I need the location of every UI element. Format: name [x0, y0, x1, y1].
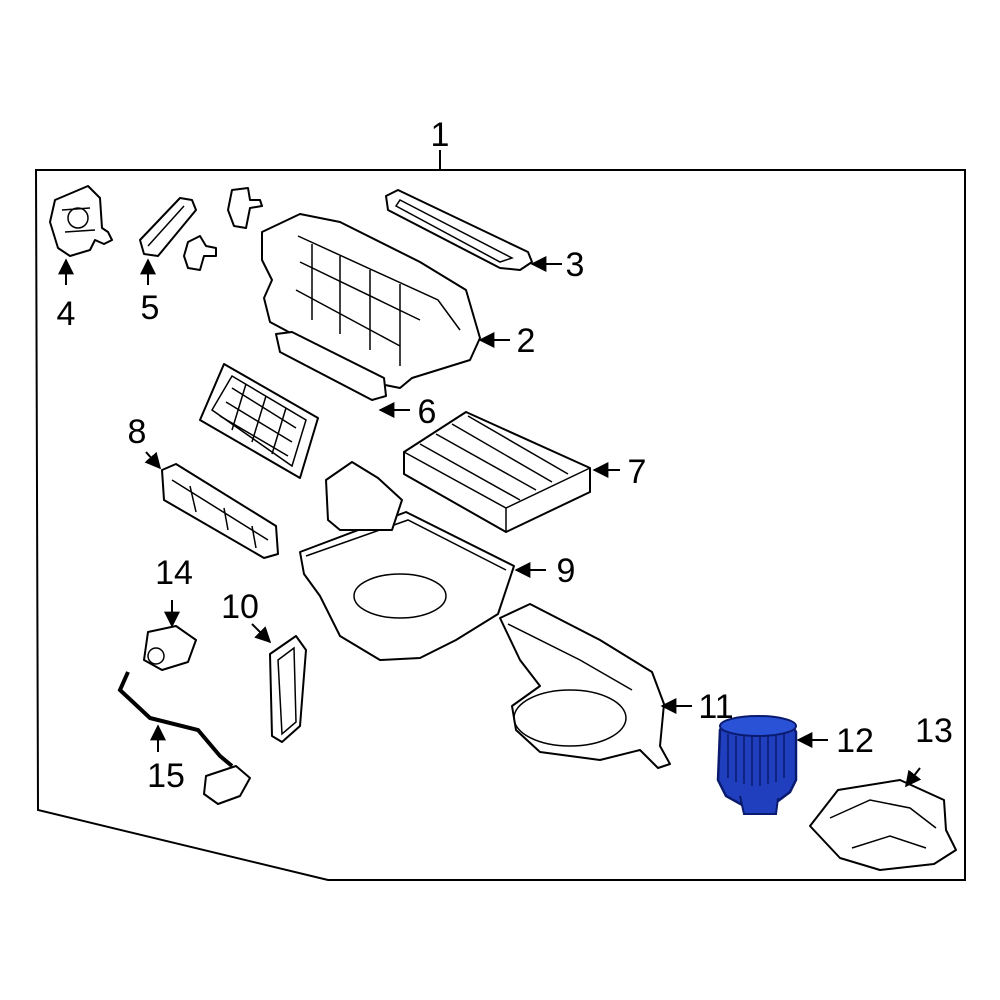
assembly-frame [34, 169, 966, 881]
part-6-grille[interactable] [199, 363, 319, 479]
callout-13-arrow [905, 767, 922, 788]
callout-6: 6 [418, 393, 437, 431]
part-11-blower-housing[interactable] [499, 603, 671, 769]
part-10-seal-ring[interactable] [269, 635, 307, 743]
part-12-blower-motor[interactable] [716, 715, 798, 815]
part-9-lower-case[interactable] [299, 461, 515, 661]
callout-14: 14 [155, 554, 193, 592]
callout-7: 7 [628, 453, 647, 491]
callout-2: 2 [517, 322, 536, 360]
callout-13: 13 [915, 712, 953, 750]
callout-3: 3 [566, 246, 585, 284]
callout-10: 10 [221, 588, 259, 626]
part-3-gasket[interactable] [385, 189, 533, 271]
part-2-upper-housing[interactable] [261, 213, 481, 401]
part-14-sensor[interactable] [143, 625, 197, 671]
callout-10-arrow [251, 623, 272, 644]
callout-15: 15 [147, 757, 185, 795]
part-5-seal[interactable] [139, 187, 263, 271]
callout-8: 8 [128, 413, 147, 451]
part-7-cabin-filter[interactable] [403, 411, 591, 533]
callout-9: 9 [557, 552, 576, 590]
callout-4: 4 [57, 295, 76, 333]
callout-5: 5 [141, 289, 160, 327]
part-13-cover[interactable] [809, 779, 957, 871]
callout-11: 11 [698, 688, 733, 726]
callout-8-arrow [144, 451, 162, 470]
part-15-harness[interactable] [117, 671, 251, 805]
callout-12: 12 [836, 722, 874, 760]
part-4-actuator[interactable] [49, 185, 113, 257]
callout-1: 1 [431, 116, 450, 154]
part-8-bracket[interactable] [161, 463, 279, 559]
